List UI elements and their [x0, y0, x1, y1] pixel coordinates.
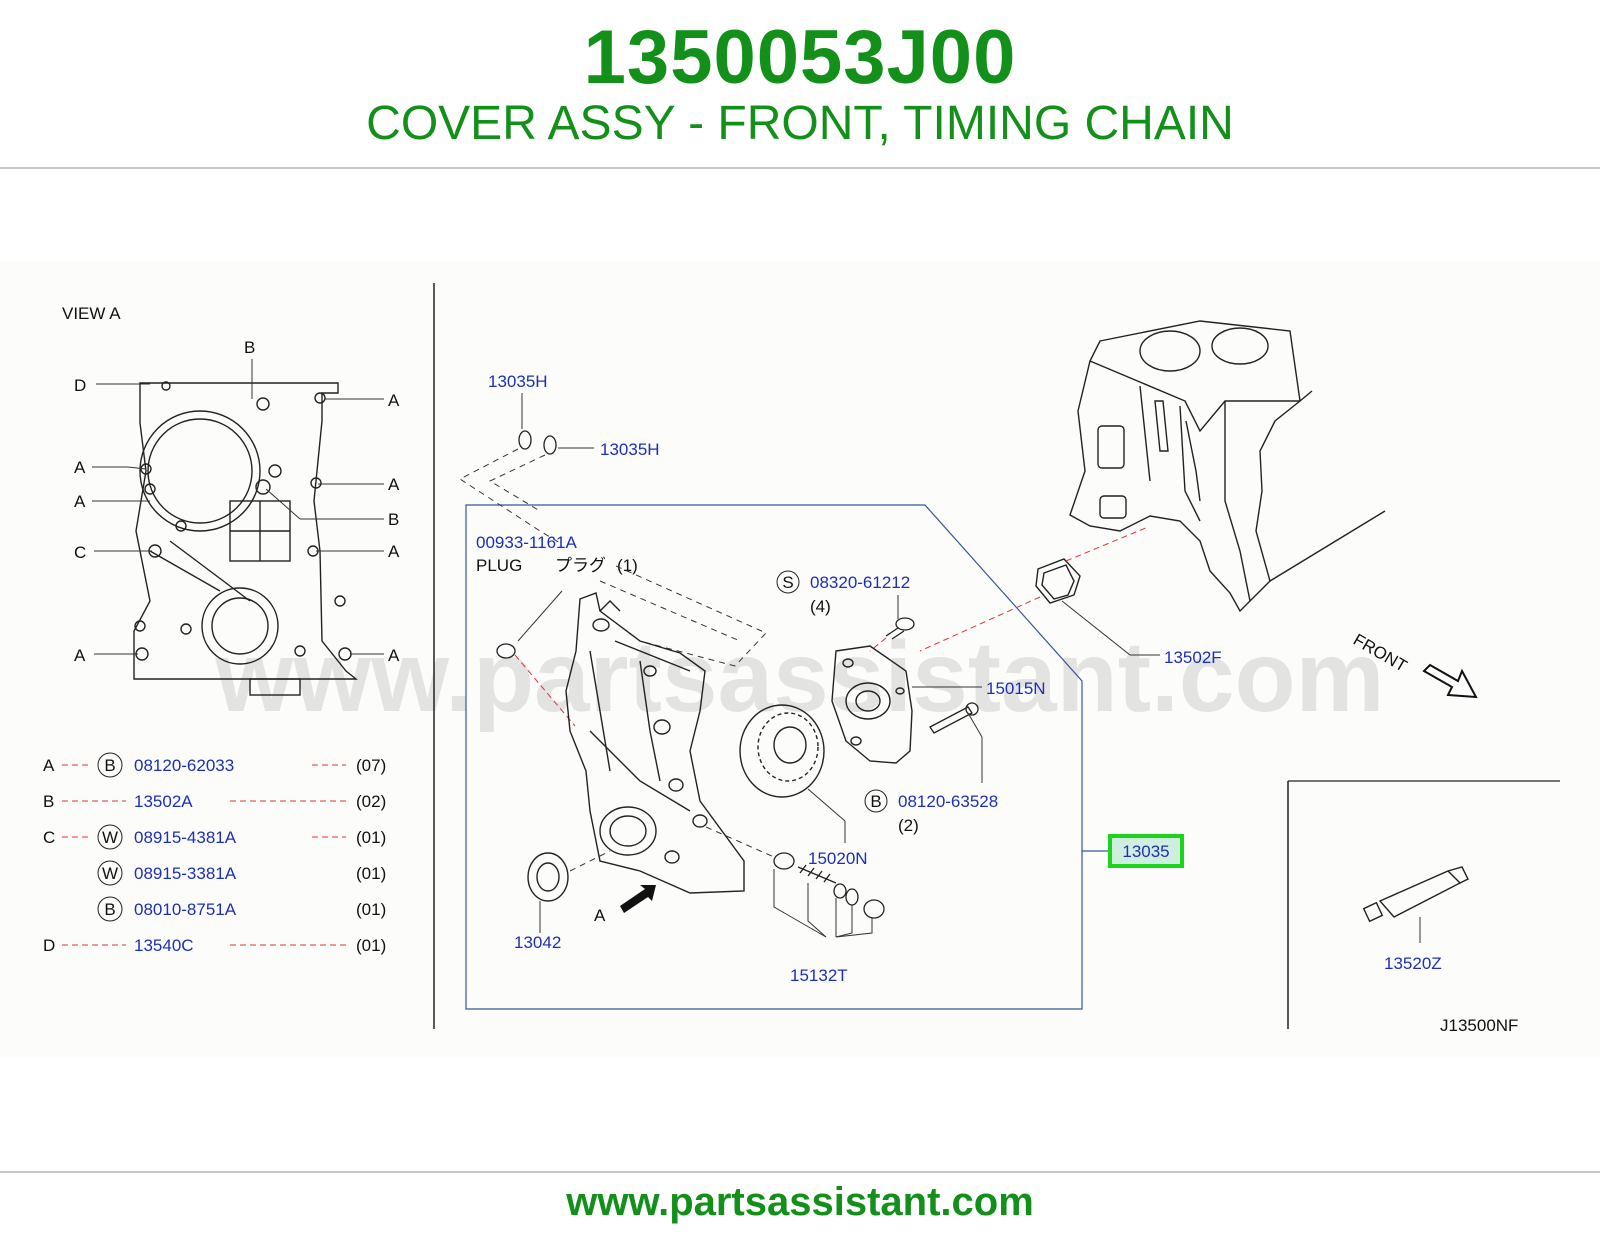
view-a-callout-b-top: B: [244, 338, 255, 357]
symbol-b: B: [870, 792, 881, 811]
legend-letter: C: [43, 828, 55, 847]
legend-qty: (01): [356, 828, 386, 847]
o-ring-13035H: [518, 430, 557, 455]
legend-letter: D: [43, 936, 55, 955]
callout-13520Z[interactable]: 13520Z: [1384, 954, 1442, 973]
legend-row: B 08010-8751A (01): [97, 896, 386, 922]
callout-13035[interactable]: 13035: [1122, 842, 1169, 861]
legend-part-link[interactable]: 08915-3381A: [134, 864, 237, 883]
view-a-callout-a5: A: [388, 542, 400, 561]
highlight-box-13035: [1108, 834, 1184, 868]
part-description: COVER ASSY - FRONT, TIMING CHAIN: [366, 97, 1234, 150]
symbol-s-circle: [776, 570, 800, 594]
view-a-callout-a6: A: [74, 646, 86, 665]
callout-15020N[interactable]: 15020N: [808, 849, 868, 868]
legend-row: B 13502A (02): [43, 792, 386, 811]
view-a-callout-a3: A: [74, 492, 86, 511]
plug-qty: (1): [617, 556, 638, 575]
callout-15015N[interactable]: 15015N: [986, 679, 1046, 698]
relief-valve-parts: [773, 852, 885, 919]
sealant-tube: [1362, 866, 1469, 923]
callout-15132T[interactable]: 15132T: [790, 966, 848, 985]
view-a-callout-a2: A: [74, 458, 86, 477]
view-a-callout-b2: B: [388, 510, 399, 529]
callout-08120-63528[interactable]: 08120-63528: [898, 792, 998, 811]
oil-seal: [527, 852, 569, 902]
part-number-title: 1350053J00: [583, 15, 1017, 100]
legend-letter: B: [43, 792, 54, 811]
legend-qty: (01): [356, 936, 386, 955]
legend-symbol-circle: [97, 824, 123, 850]
legend-part-link[interactable]: 13502A: [134, 792, 193, 811]
diagram-panel: [0, 261, 1600, 1057]
callout-08320-61212[interactable]: 08320-61212: [810, 573, 910, 592]
view-a-cover-drawing: [133, 381, 358, 696]
oil-pump-body: [831, 645, 913, 764]
legend-symbol: B: [104, 756, 115, 775]
callout-00933-1161A[interactable]: 00933-1161A: [476, 533, 577, 552]
plug-label: PLUG: [476, 556, 522, 575]
legend-symbol: W: [102, 828, 118, 847]
rotor-gear: [739, 704, 825, 798]
legend-row: A B 08120-62033 (07): [43, 752, 386, 778]
legend-part-link[interactable]: 13540C: [134, 936, 194, 955]
legend-qty: (07): [356, 756, 386, 775]
legend-part-link[interactable]: 08010-8751A: [134, 900, 237, 919]
view-a-callout-a1: A: [388, 391, 400, 410]
assembly-group-outline: [465, 504, 1083, 1010]
header: 1350053J00 COVER ASSY - FRONT, TIMING CH…: [0, 0, 1600, 168]
divider-top: [0, 167, 1600, 169]
legend: A B 08120-62033 (07) B 13502A (02) C W: [43, 752, 386, 955]
legend-letter: A: [43, 756, 55, 775]
legend-qty: (02): [356, 792, 386, 811]
symbol-s: S: [782, 573, 793, 592]
view-a-title: VIEW A: [62, 304, 121, 323]
bolt-part: [929, 702, 979, 734]
symbol-b-circle: [864, 789, 888, 813]
view-a-callout-c: C: [74, 543, 86, 562]
view-a-arrow: [620, 885, 656, 913]
view-a-callout-d: D: [74, 376, 86, 395]
legend-qty: (01): [356, 900, 386, 919]
legend-part-link[interactable]: 08915-4381A: [134, 828, 237, 847]
qty-08320: (4): [810, 597, 831, 616]
legend-row: W 08915-3381A (01): [97, 860, 386, 886]
front-arrow-icon: [1422, 663, 1478, 699]
view-a-leaders: [92, 359, 384, 655]
callout-13502F[interactable]: 13502F: [1164, 648, 1222, 667]
view-a-callout-a7: A: [388, 646, 400, 665]
diagram-canvas: www.partsassistant.com VIEW A: [0, 171, 1600, 1169]
legend-symbol-circle: [97, 896, 123, 922]
parts-diagram: www.partsassistant.com VIEW A: [43, 283, 1560, 1035]
callout-13042[interactable]: 13042: [514, 933, 561, 952]
relief-valve-leaders: [773, 869, 873, 938]
diagram-code: J13500NF: [1440, 1016, 1518, 1035]
callout-13035H-right[interactable]: 13035H: [600, 440, 660, 459]
legend-row: D 13540C (01): [43, 936, 386, 955]
view-a-arrow-label: A: [594, 906, 606, 925]
callout-13035H-top[interactable]: 13035H: [488, 372, 548, 391]
front-cover-drawing: [565, 592, 745, 894]
legend-symbol-circle: [97, 860, 123, 886]
legend-row: C W 08915-4381A (01): [43, 824, 386, 850]
footer-url-link[interactable]: www.partsassistant.com: [566, 1180, 1034, 1224]
divider-bottom: [0, 1171, 1600, 1173]
screw-part: [885, 617, 915, 640]
legend-qty: (01): [356, 864, 386, 883]
legend-symbol-circle: [97, 752, 123, 778]
legend-symbol: W: [102, 864, 118, 883]
legend-part-link[interactable]: 08120-62033: [134, 756, 234, 775]
qty-08120-63528: (2): [898, 816, 919, 835]
plug-13502F: [1035, 558, 1081, 604]
view-a-callout-a4: A: [388, 475, 400, 494]
plug-part: [496, 643, 516, 659]
engine-block-drawing: [1069, 320, 1386, 613]
plug-label-jp: プラグ: [555, 556, 606, 575]
watermark-text: www.partsassistant.com: [215, 621, 1385, 733]
legend-symbol: B: [104, 900, 115, 919]
